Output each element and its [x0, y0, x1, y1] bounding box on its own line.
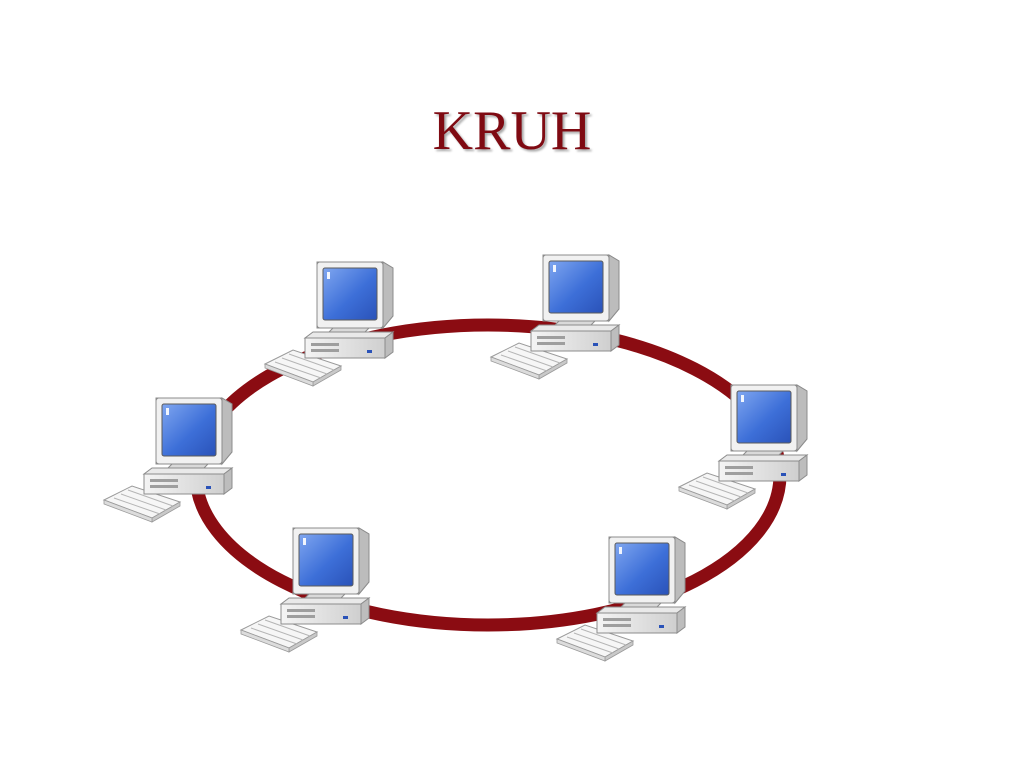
computer-node-bottom-right-icon — [556, 536, 686, 662]
computer-node-top-left-icon — [264, 261, 394, 387]
computer-node-right-icon — [678, 384, 808, 510]
computer-node-bottom-left-icon — [240, 527, 370, 653]
computer-node-top-right-icon — [490, 254, 620, 380]
computer-node-left-icon — [103, 397, 233, 523]
slide-title: KRUH — [432, 100, 592, 162]
